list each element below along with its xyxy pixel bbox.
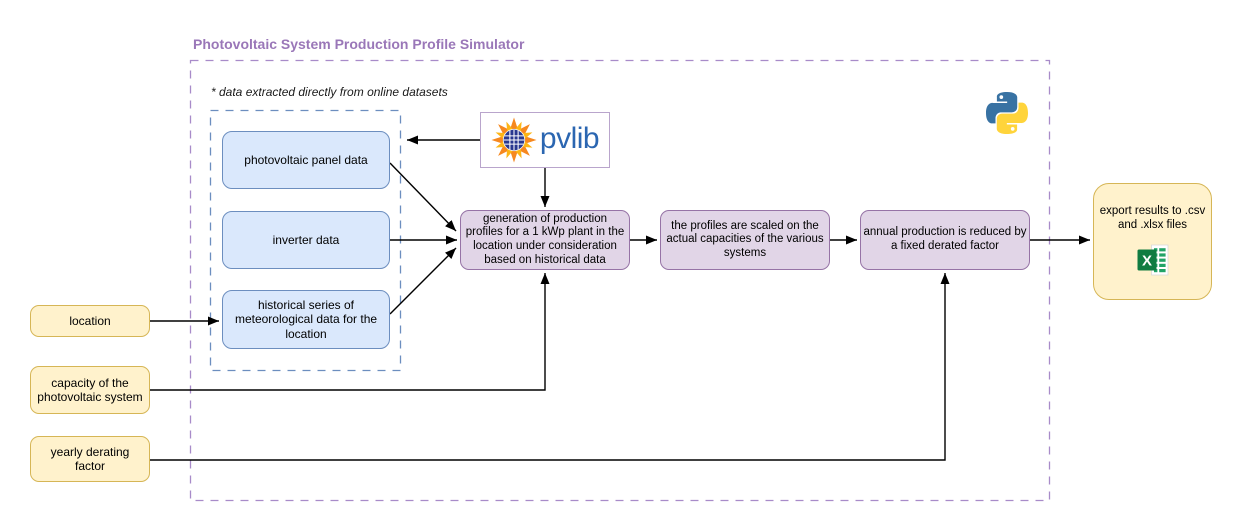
input-node-derating-factor: yearly derating factor bbox=[30, 436, 150, 482]
input-node-label: capacity of the photovoltaic system bbox=[37, 375, 143, 404]
pvlib-logo: pvlib bbox=[480, 112, 610, 168]
source-node-label: inverter data bbox=[272, 232, 340, 247]
input-node-capacity: capacity of the photovoltaic system bbox=[30, 366, 150, 414]
step-node-scaling: the profiles are scaled on the actual ca… bbox=[660, 210, 830, 270]
output-node-export: export results to .csv and .xlsx files X bbox=[1093, 183, 1212, 300]
diagram-title: Photovoltaic System Production Profile S… bbox=[193, 36, 525, 52]
step-node-label: annual production is reduced by a fixed … bbox=[863, 226, 1027, 252]
excel-icon: X bbox=[1137, 244, 1168, 275]
connector-panel-to-generation bbox=[389, 162, 457, 232]
output-node-label: export results to .csv and .xlsx files bbox=[1099, 205, 1206, 231]
input-node-label: yearly derating factor bbox=[50, 444, 130, 473]
simulator-group-frame bbox=[189, 59, 1051, 502]
connector-meteo-to-generation bbox=[389, 247, 457, 315]
python-logo-icon bbox=[986, 92, 1028, 134]
svg-text:X: X bbox=[1141, 252, 1151, 269]
input-node-label: location bbox=[69, 313, 111, 328]
source-node-label: photovoltaic panel data bbox=[244, 152, 368, 167]
input-node-location: location bbox=[30, 305, 150, 337]
pvlib-sun-icon bbox=[491, 117, 537, 163]
step-node-label: the profiles are scaled on the actual ca… bbox=[666, 219, 824, 259]
pvlib-logo-label: pvlib bbox=[539, 121, 600, 155]
source-node-label: historical series of meteorological data… bbox=[234, 298, 378, 341]
step-node-generation: generation of production profiles for a … bbox=[460, 210, 630, 270]
source-node-meteo-data: historical series of meteorological data… bbox=[222, 290, 390, 349]
datasets-note: * data extracted directly from online da… bbox=[211, 85, 448, 99]
step-node-label: generation of production profiles for a … bbox=[465, 212, 625, 266]
source-node-inverter-data: inverter data bbox=[222, 211, 390, 269]
step-node-derating: annual production is reduced by a fixed … bbox=[860, 210, 1030, 270]
source-node-panel-data: photovoltaic panel data bbox=[222, 131, 390, 189]
